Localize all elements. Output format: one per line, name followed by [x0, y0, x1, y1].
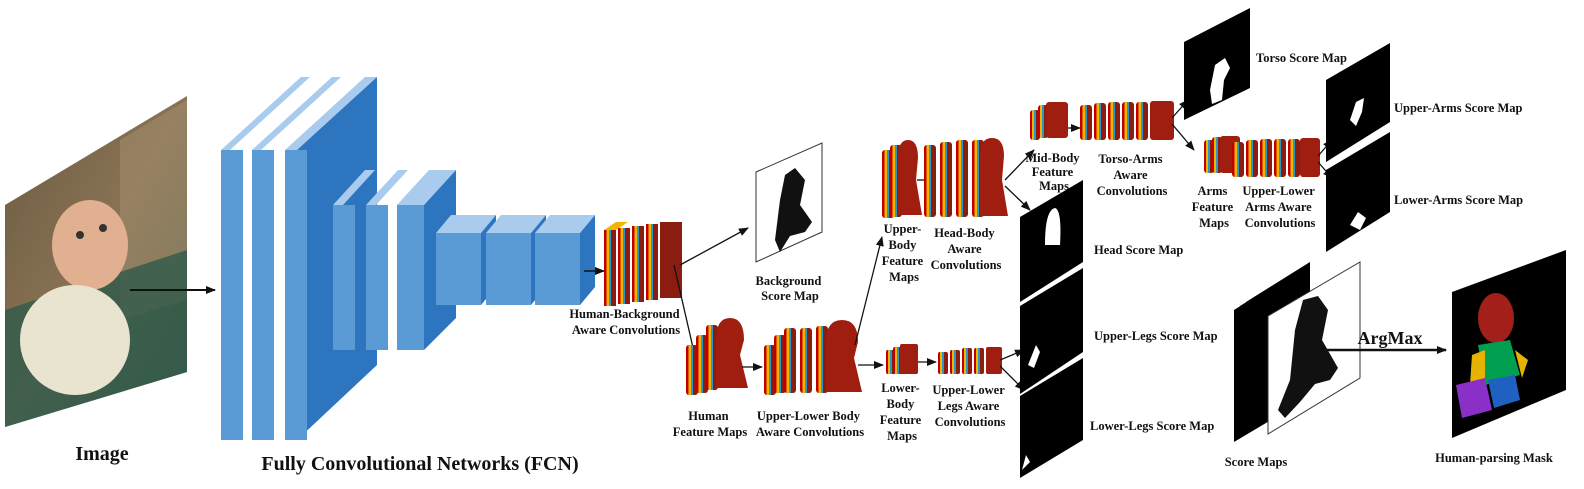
fcn-label: Fully Convolutional Networks (FCN) — [261, 453, 578, 475]
ul-legs-conv-label: Upper-Lower Legs Aware Convolutions — [932, 383, 1007, 429]
hb-feature-stack — [604, 222, 682, 306]
arrow-headbody-to-head — [1004, 185, 1031, 211]
arrow-headbody-to-mid — [1004, 149, 1035, 181]
mask-label: Human-parsing Mask — [1435, 451, 1553, 465]
conv-layer-mid-1 — [333, 170, 375, 350]
conv-layer-mid-2 — [366, 170, 408, 350]
head-body-conv-label: Head-Body Aware Convolutions — [931, 226, 1002, 272]
upper-arms-map-label: Upper-Arms Score Map — [1394, 101, 1522, 115]
upper-body-feature-maps — [882, 140, 922, 218]
lower-body-feature-maps — [886, 344, 918, 374]
lower-body-fm-label: Lower- Body Feature Maps — [880, 381, 925, 443]
fcn-block — [221, 77, 595, 440]
hb-conv-label: Human-Background Aware Convolutions — [569, 307, 682, 337]
conv-layer-large-1 — [221, 77, 310, 440]
upper-legs-score-map — [1020, 268, 1083, 394]
arrow-torsoarms-to-arms — [1171, 123, 1195, 151]
conv-layer-large-2 — [252, 77, 341, 440]
ul-arms-conv-label: Upper-Lower Arms Aware Convolutions — [1242, 184, 1317, 230]
stacked-score-maps — [1234, 261, 1361, 442]
ul-legs-conv-stack — [938, 347, 1002, 374]
ul-arms-conv-stack — [1232, 138, 1320, 177]
human-parsing-mask — [1452, 250, 1566, 438]
image-label: Image — [75, 443, 128, 465]
ul-body-conv-label: Upper-Lower Body Aware Convolutions — [756, 409, 864, 439]
lower-arms-map-label: Lower-Arms Score Map — [1394, 193, 1523, 207]
ul-body-conv-stack — [764, 320, 862, 395]
score-maps-label: Score Maps — [1225, 455, 1288, 469]
lower-legs-map-label: Lower-Legs Score Map — [1090, 419, 1214, 433]
upper-arms-score-map — [1326, 43, 1390, 162]
arrow-hb-to-bg — [679, 227, 749, 266]
head-score-map — [1020, 180, 1083, 302]
arms-fm-label: Arms Feature Maps — [1192, 184, 1237, 230]
torso-arms-conv-label: Torso-Arms Aware Convolutions — [1097, 152, 1168, 198]
mid-body-fm-label: Mid-Body Feature Maps — [1025, 151, 1082, 193]
torso-arms-conv-stack — [1080, 101, 1174, 140]
head-body-conv-stack — [924, 138, 1008, 217]
upper-legs-map-label: Upper-Legs Score Map — [1094, 329, 1218, 343]
head-map-label: Head Score Map — [1094, 243, 1183, 257]
input-image — [5, 96, 187, 427]
human-feature-maps — [686, 318, 748, 395]
conv-layer-large-3 — [285, 77, 377, 440]
argmax-label: ArgMax — [1358, 328, 1423, 348]
upper-body-fm-label: Upper- Body Feature Maps — [882, 222, 927, 284]
conv-layer-small-3 — [535, 215, 595, 305]
lower-legs-score-map — [1020, 358, 1083, 478]
background-score-map — [755, 142, 823, 263]
torso-score-map — [1184, 8, 1250, 120]
arrow-ulbody-to-upper — [854, 236, 884, 346]
bg-map-label: Background Score Map — [756, 274, 825, 303]
mid-body-feature-maps — [1030, 102, 1068, 140]
torso-map-label: Torso Score Map — [1256, 51, 1347, 65]
human-fm-label: Human Feature Maps — [673, 409, 748, 439]
lower-arms-score-map — [1326, 132, 1390, 252]
